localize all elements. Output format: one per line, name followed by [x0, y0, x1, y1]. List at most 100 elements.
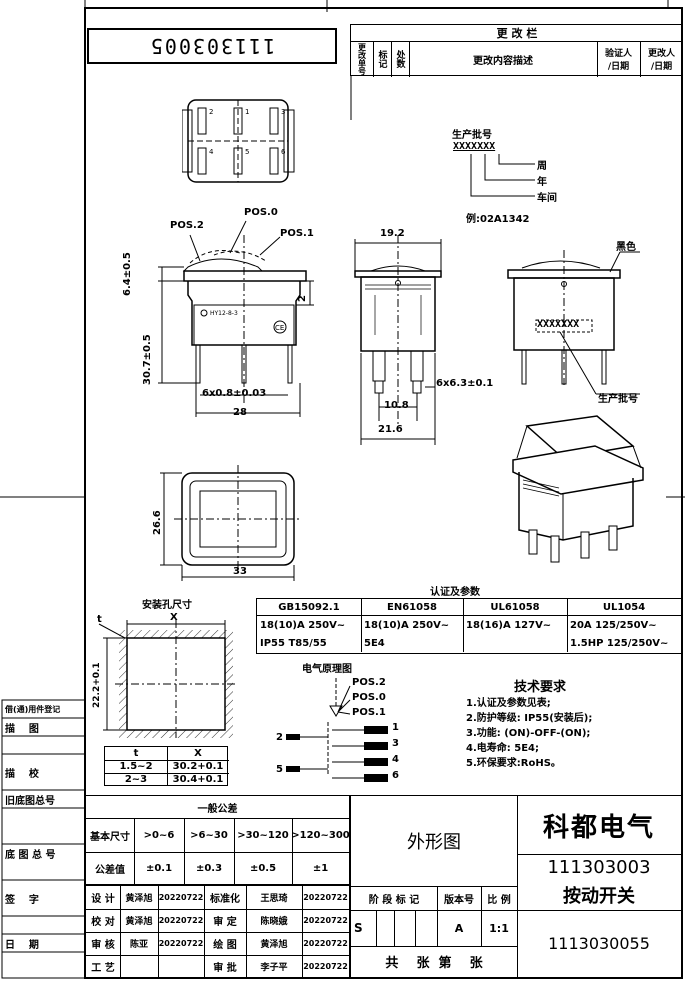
- cert-h-0: GB15092.1: [257, 599, 362, 616]
- tol-value-2: ±0.5: [234, 852, 293, 884]
- body-marking: HY12-8-3: [210, 310, 238, 317]
- sign-date: [158, 955, 205, 977]
- schematic-drawing: [286, 678, 388, 782]
- certs-table: GB15092.1 EN61058 UL61058 UL1054 18(10)A…: [256, 598, 682, 654]
- tol-size-label: 基本尺寸: [86, 818, 135, 853]
- dim-h3: 2: [297, 295, 308, 302]
- certs-title: 认证及参数: [430, 587, 480, 598]
- cutout-r2-t: 2~3: [105, 773, 168, 786]
- req-item: 3.功能: (ON)-OFF-(ON);: [466, 728, 591, 739]
- stage-label: 阶 段 标 记: [351, 886, 438, 911]
- change-log: 更 改 栏 更改单号 标记 处数 更改内容描述 验证人 /日期 更改人 /日期: [350, 24, 683, 77]
- svg-text:4: 4: [209, 148, 214, 156]
- cutout-x: X: [170, 612, 178, 623]
- cert-h-2: UL61058: [463, 599, 568, 616]
- req-item: 4.电寿命: 5E4;: [466, 743, 539, 754]
- dim-h2: 30.7±0.5: [142, 334, 153, 385]
- version-value: A: [437, 910, 482, 947]
- col-change-no: 更改单号: [351, 41, 374, 77]
- sign-role: 工 艺: [86, 955, 121, 977]
- tol-size-0: >0~6: [134, 818, 185, 853]
- back-code: XXXXXXX: [537, 319, 580, 330]
- cutout-drawing: [98, 620, 237, 738]
- strip-sign: 签 字: [5, 894, 39, 906]
- side-view: [354, 235, 442, 445]
- tol-value-3: ±1: [312, 862, 329, 874]
- pin-2: 2: [276, 732, 283, 743]
- svg-text:2: 2: [209, 108, 213, 116]
- sign-name: 陈亚: [120, 932, 159, 956]
- sign-date: 20220722: [158, 932, 205, 956]
- version-label: 版本号: [437, 886, 482, 911]
- dim-top-w: 33: [233, 566, 247, 577]
- sign-role2: 绘 图: [204, 932, 247, 956]
- batch-workshop: 车间: [537, 193, 557, 204]
- cert-h-3: UL1054: [567, 599, 681, 616]
- tol-size-1: >6~30: [184, 818, 235, 853]
- pin-6: 6: [392, 770, 399, 781]
- cert-v-1b: 5E4: [361, 634, 464, 652]
- pin-1: 1: [392, 722, 399, 733]
- part-name: 按动开关: [517, 880, 681, 911]
- sign-name2: 李子平: [246, 955, 303, 977]
- cutout-r1-t: 1.5~2: [105, 760, 168, 774]
- sign-role2: 标准化: [204, 886, 247, 910]
- tolerance-table: 一般公差 基本尺寸 >0~6 >6~30 >30~120 >120~300 公差…: [85, 795, 350, 885]
- cutout-h-t: t: [105, 747, 168, 761]
- stage-value: S: [351, 910, 377, 947]
- dim-side-total: 21.6: [378, 424, 403, 435]
- pin-3: 3: [392, 738, 399, 749]
- dim-top-h: 26.6: [152, 510, 163, 535]
- sign-role: 审 核: [86, 932, 121, 956]
- strip-date: 日 期: [5, 939, 39, 951]
- sign-name: [120, 955, 159, 977]
- stage-box-2: [373, 910, 395, 947]
- sign-date: 20220722: [158, 886, 205, 910]
- cert-v-0b: IP55 T85/55: [257, 634, 362, 652]
- strip-old-no: 旧底图总号: [5, 795, 55, 807]
- svg-text:3: 3: [281, 108, 285, 116]
- svg-text:1: 1: [245, 108, 249, 116]
- pin-4: 4: [392, 754, 399, 765]
- front-view: HY12-8-3 CE: [158, 220, 314, 417]
- req-item: 1.认证及参数见表;: [466, 698, 551, 709]
- cert-v-2a: 18(16)A 127V~: [463, 616, 568, 634]
- schematic-title: 电气原理图: [302, 664, 352, 675]
- tol-value-0: ±0.1: [134, 852, 185, 884]
- signoff-table: 设 计 黄泽旭 20220722 标准化 王思琦 20220722 校 对 黄泽…: [85, 885, 350, 978]
- col-desc: 更改内容描述: [409, 41, 598, 77]
- strip-base-no: 底 图 总 号: [5, 849, 56, 861]
- dim-h1: 6.4±0.5: [122, 252, 133, 296]
- sheets-label: 共 张 第 张: [351, 946, 518, 977]
- front-pos2: POS.2: [170, 220, 204, 231]
- sign-role2: 审 定: [204, 909, 247, 933]
- doc-code-text: 111303005: [148, 34, 276, 58]
- sign-date2: 20220722: [302, 886, 349, 910]
- back-view: [507, 250, 640, 395]
- col-verify: 验证人 /日期: [597, 41, 641, 77]
- batch-legend-leaders: [470, 154, 535, 197]
- sign-name2: 陈晓娥: [246, 909, 303, 933]
- label-batch-ref: 生产批号: [598, 394, 638, 405]
- tol-title: 一般公差: [86, 796, 349, 819]
- cert-v-2b: [463, 634, 568, 652]
- sign-date2: 20220722: [302, 909, 349, 933]
- stage-box-4: [415, 910, 438, 947]
- cert-v-3a: 20A 125/250V~: [570, 619, 657, 631]
- req-item: 5.环保要求:RoHS。: [466, 758, 561, 769]
- iso-view: [512, 415, 644, 563]
- sch-pos2: POS.2: [352, 677, 386, 688]
- req-title: 技术要求: [514, 680, 567, 695]
- col-changer: 更改人 /日期: [647, 49, 675, 72]
- change-log-tail: [350, 76, 352, 120]
- cutout-r2-x: 30.4+0.1: [172, 774, 224, 785]
- batch-week: 周: [537, 161, 547, 172]
- col-mark: 标记: [373, 41, 392, 77]
- cert-v-3b: 1.5HP 125/250V~: [570, 637, 669, 649]
- col-count: 处数: [391, 41, 410, 77]
- scale-value: 1:1: [481, 910, 518, 947]
- tol-value-label: 公差值: [86, 852, 135, 884]
- top-view: [160, 465, 302, 581]
- strip-borrow: 借(通)用件登记: [5, 704, 61, 714]
